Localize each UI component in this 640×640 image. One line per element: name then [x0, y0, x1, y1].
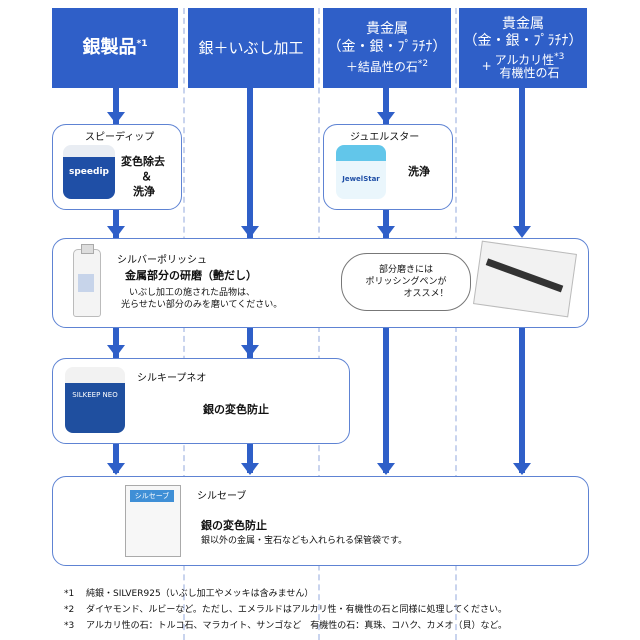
plus-sign: + [481, 58, 492, 73]
product-desc: 銀の変色防止 [201, 519, 267, 532]
product-name: シルセーブ [197, 491, 247, 502]
arrow-head [377, 112, 395, 124]
jar-label: speedip [69, 167, 109, 177]
product-name: スピーディップ [85, 132, 155, 143]
footnote-3: *3 アルカリ性の石：トルコ石、マラカイト、サンゴなど 有機性の石：真珠、コハク、… [64, 618, 507, 631]
arrow-head [107, 226, 125, 238]
jewelstar-jar: JewelStar [336, 145, 386, 199]
footnote-mark: *3 [554, 51, 565, 62]
product-box-silkeep-neo: SILKEEP NEO シルキープネオ 銀の変色防止 [52, 358, 350, 444]
footnote-text: アルカリ性の石：トルコ石、マラカイト、サンゴなど 有機性の石：真珠、コハク、カメ… [86, 621, 508, 631]
footnote-mark: *1 [136, 38, 148, 49]
arrow-head [377, 226, 395, 238]
bubble-text: ポリッシングペンが [365, 276, 447, 287]
product-desc: 洗浄 [133, 185, 155, 198]
product-desc: 金属部分の研磨（艶だし） [125, 269, 257, 282]
package-label: シルセーブ [130, 490, 174, 502]
polish-bottle [73, 244, 101, 317]
arrow-head [513, 463, 531, 475]
header-stone-type: 有機性の石 [499, 66, 560, 80]
header-silver-ibushi: 銀＋いぶし加工 [188, 8, 314, 88]
footnote-mark: *3 [64, 621, 75, 631]
product-desc-sub: いぶし加工の施された品物は、 [129, 288, 256, 298]
product-name: シルキープネオ [137, 373, 207, 384]
jar-label: JewelStar [342, 175, 380, 183]
header-title: 貴金属 [366, 21, 408, 37]
polishing-pen-image [473, 240, 577, 318]
product-desc: 銀の変色防止 [203, 403, 269, 416]
arrow-head [107, 345, 125, 357]
footnote-mark: *1 [64, 589, 75, 599]
arrow-head [107, 112, 125, 124]
arrow-head [241, 345, 259, 357]
bubble-text: オススメ！ [403, 289, 449, 300]
product-desc: 洗浄 [408, 165, 430, 178]
product-box-silsave: シルセーブ シルセーブ 銀の変色防止 銀以外の金属・宝石なども入れられる保管袋で… [52, 476, 589, 566]
product-box-jewelstar: ジュエルスター JewelStar 洗浄 [323, 124, 453, 210]
arrow-head [377, 463, 395, 475]
product-box-speedip: スピーディップ speedip 変色除去 ＆ 洗浄 [52, 124, 182, 210]
speedip-jar: speedip [63, 145, 115, 199]
header-precious-crystal: 貴金属 （金・銀・ﾌﾟﾗﾁﾅ） ＋結晶性の石*2 [323, 8, 451, 88]
product-desc: 変色除去 [121, 155, 165, 168]
header-silver: 銀製品*1 [52, 8, 178, 88]
arrow-head [241, 226, 259, 238]
header-silver-ibushi-title: 銀＋いぶし加工 [198, 38, 304, 57]
arrow-head [513, 226, 531, 238]
bubble-text: 部分磨きには [378, 264, 433, 275]
header-title: 貴金属 [502, 15, 544, 32]
header-stone-type: ＋結晶性の石 [345, 60, 418, 74]
header-silver-title: 銀製品 [82, 36, 137, 58]
flow-line-col4 [519, 88, 525, 233]
silsave-package: シルセーブ [125, 485, 181, 557]
product-box-silver-polish: シルバーポリッシュ 金属部分の研磨（艶だし） いぶし加工の施された品物は、 光ら… [52, 238, 589, 328]
header-subtitle: （金・銀・ﾌﾟﾗﾁﾅ） [327, 38, 447, 55]
header-subtitle: （金・銀・ﾌﾟﾗﾁﾅ） [463, 33, 583, 50]
header-stone-type: アルカリ性 [494, 52, 555, 67]
product-name: ジュエルスター [350, 132, 420, 143]
header-precious-alkaline: 貴金属 （金・銀・ﾌﾟﾗﾁﾅ） + アルカリ性*3 有機性の石 [459, 8, 587, 88]
product-desc-sub: 銀以外の金属・宝石なども入れられる保管袋です。 [201, 536, 408, 546]
jar-label: SILKEEP NEO [72, 391, 118, 399]
footnote-1: *1 純銀・SILVER925（いぶし加工やメッキは含みません） [64, 586, 313, 599]
product-name: シルバーポリッシュ [117, 255, 207, 266]
speech-bubble: 部分磨きには ポリッシングペンが オススメ！ [341, 253, 471, 311]
footnote-text: 純銀・SILVER925（いぶし加工やメッキは含みません） [86, 589, 314, 599]
footnote-mark: *2 [417, 59, 429, 69]
footnote-text: ダイヤモンド、ルビーなど。ただし、エメラルドはアルカリ性・有機性の石と同様に処理… [86, 605, 508, 615]
footnote-2: *2 ダイヤモンド、ルビーなど。ただし、エメラルドはアルカリ性・有機性の石と同様に… [64, 602, 507, 615]
arrow-head [107, 463, 125, 475]
silkeep-jar: SILKEEP NEO [65, 367, 125, 433]
arrow-head [241, 463, 259, 475]
product-desc: ＆ [141, 170, 152, 183]
flow-line-col4-lower [519, 325, 525, 473]
footnote-mark: *2 [64, 605, 75, 615]
product-desc-sub: 光らせたい部分のみを磨いてください。 [121, 300, 283, 310]
